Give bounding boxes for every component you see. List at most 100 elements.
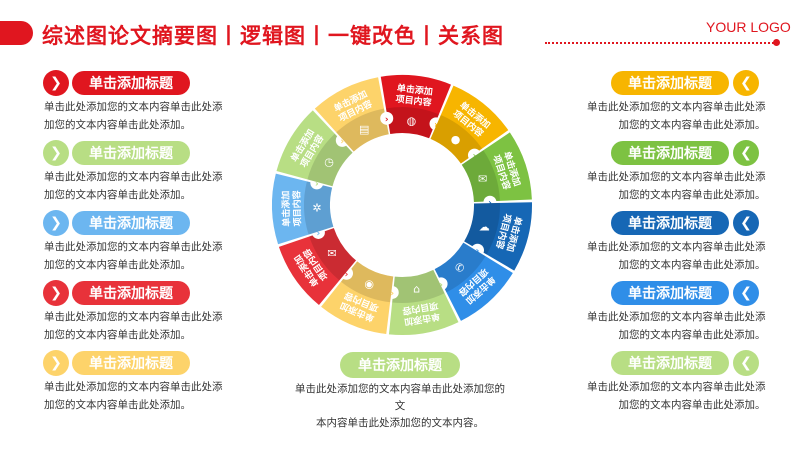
chevron-right-icon[interactable]: ❯: [43, 70, 69, 96]
wheel-label-line2: 项目内容: [395, 93, 432, 109]
location-pin-icon: ◉: [364, 277, 374, 290]
chevron-dot: [434, 277, 448, 291]
left-item-title[interactable]: 单击添加标题: [72, 281, 190, 305]
wheel-segment-inner-band: [336, 108, 389, 152]
header-accent-bar: [0, 21, 33, 45]
wheel-segment[interactable]: [388, 269, 459, 335]
header-dot: [773, 39, 780, 46]
chevron-left-icon[interactable]: ❮: [733, 350, 759, 376]
chevron-dot: [385, 285, 399, 299]
user-icon: ●: [451, 133, 461, 146]
left-item-desc: 单击此处添加您的文本内容单击此处添加您的文本内容单击此处添加。: [44, 311, 223, 341]
chevron-dot: [340, 266, 354, 280]
left-item-desc: 单击此处添加您的文本内容单击此处添加您的文本内容单击此处添加。: [44, 381, 223, 411]
wheel-label-line2: 项目内容: [450, 107, 486, 139]
wheel-segment-inner-band: [430, 115, 483, 164]
right-item-desc: 单击此处添加您的文本内容单击此处添加您的文本内容单击此处添加。: [587, 381, 766, 411]
wheel-label-line2: 项目内容: [343, 289, 381, 314]
wheel-segment[interactable]: [276, 110, 353, 187]
chevron-left-icon[interactable]: ❮: [733, 210, 759, 236]
wheel-segment[interactable]: [380, 75, 451, 139]
chevron-icon: ›: [385, 115, 389, 125]
wheel-label-line2: 项目内容: [401, 299, 439, 317]
chevron-icon: ›: [473, 152, 477, 162]
wheel-label-line1: 单击添加: [332, 88, 370, 115]
chevron-right-icon[interactable]: ❯: [43, 280, 69, 306]
left-item-desc: 单击此处添加您的文本内容单击此处添加您的文本内容单击此处添加。: [44, 241, 223, 271]
right-item-desc: 单击此处添加您的文本内容单击此处添加您的文本内容单击此处添加。: [587, 171, 766, 201]
wheel-segment-inner-band: [303, 181, 334, 235]
wheel-segment[interactable]: [321, 261, 394, 335]
wheel-segment[interactable]: [430, 85, 509, 164]
chevron-dot: [429, 117, 443, 131]
left-item-desc: 单击此处添加您的文本内容单击此处添加您的文本内容单击此处添加。: [44, 101, 223, 131]
right-item-title[interactable]: 单击添加标题: [611, 281, 729, 305]
wheel-label-line2: 项目内容: [298, 133, 327, 170]
clock-icon: ◷: [324, 155, 334, 168]
chevron-left-icon[interactable]: ❮: [733, 280, 759, 306]
wheel-center: [332, 135, 472, 275]
wheel-label-line2: 项目内容: [300, 246, 330, 282]
logo: YOUR LOGO: [706, 19, 791, 35]
right-item-desc: 单击此处添加您的文本内容单击此处添加您的文本内容单击此处添加。: [587, 311, 766, 341]
left-item-title[interactable]: 单击添加标题: [72, 141, 190, 165]
wheel-segment[interactable]: [278, 228, 357, 306]
header-dotted-line: [545, 42, 777, 44]
right-item-desc: 单击此处添加您的文本内容单击此处添加您的文本内容单击此处添加。: [587, 101, 766, 131]
wheel-segment[interactable]: [461, 132, 532, 202]
wheel-label-line2: 项目内容: [456, 266, 491, 299]
wheel-segment[interactable]: [272, 173, 334, 245]
chevron-dot: [335, 133, 349, 147]
right-item-title[interactable]: 单击添加标题: [611, 351, 729, 375]
wheel-segment-inner-band: [341, 261, 394, 303]
wheel-label-line1: 单击添加: [501, 150, 524, 188]
chevron-right-icon[interactable]: ❯: [43, 210, 69, 236]
document-icon: ▤: [359, 123, 369, 136]
chevron-dot: [467, 148, 481, 162]
chevron-right-icon[interactable]: ❯: [43, 350, 69, 376]
wheel-label-line1: 单击添加: [463, 274, 498, 307]
left-item-title[interactable]: 单击添加标题: [72, 71, 190, 95]
chevron-left-icon[interactable]: ❮: [733, 70, 759, 96]
wheel-segment[interactable]: [314, 77, 389, 152]
home-icon: ⌂: [413, 283, 420, 296]
wheel-segment-inner-band: [464, 202, 500, 255]
chevron-icon: ›: [315, 179, 319, 189]
right-item-title[interactable]: 单击添加标题: [611, 141, 729, 165]
wheel-label-line2: 项目内容: [290, 190, 303, 226]
chevron-icon: ›: [340, 137, 344, 147]
wheel-segment-inner-band: [307, 133, 353, 187]
chevron-icon: ›: [317, 229, 321, 239]
wheel-label-line1: 单击添加: [338, 300, 376, 325]
chevron-left-icon[interactable]: ❮: [733, 140, 759, 166]
wheel-label-line1: 单击添加: [279, 190, 292, 226]
right-item-title[interactable]: 单击添加标题: [611, 71, 729, 95]
phone-icon: ✆: [455, 261, 464, 274]
bottom-title[interactable]: 单击添加标题: [340, 352, 460, 378]
mail-icon: ✉: [327, 247, 336, 260]
right-item-title[interactable]: 单击添加标题: [611, 211, 729, 235]
wheel-segment-inner-band: [461, 150, 500, 202]
settings-icon: ✲: [312, 202, 321, 215]
chevron-icon: ›: [488, 199, 492, 209]
wheel-segment-inner-band: [392, 269, 445, 303]
left-item-title[interactable]: 单击添加标题: [72, 351, 190, 375]
wheel-segment-label: 单击添加项目内容: [279, 190, 303, 227]
chevron-icon: ›: [476, 247, 480, 257]
wheel-segment[interactable]: [434, 242, 513, 321]
chevron-right-icon[interactable]: ❯: [43, 140, 69, 166]
left-item-title[interactable]: 单击添加标题: [72, 211, 190, 235]
wheel-segment[interactable]: [464, 202, 533, 271]
right-item-desc: 单击此处添加您的文本内容单击此处添加您的文本内容单击此处添加。: [587, 241, 766, 271]
wheel-label-line2: 项目内容: [490, 153, 513, 191]
